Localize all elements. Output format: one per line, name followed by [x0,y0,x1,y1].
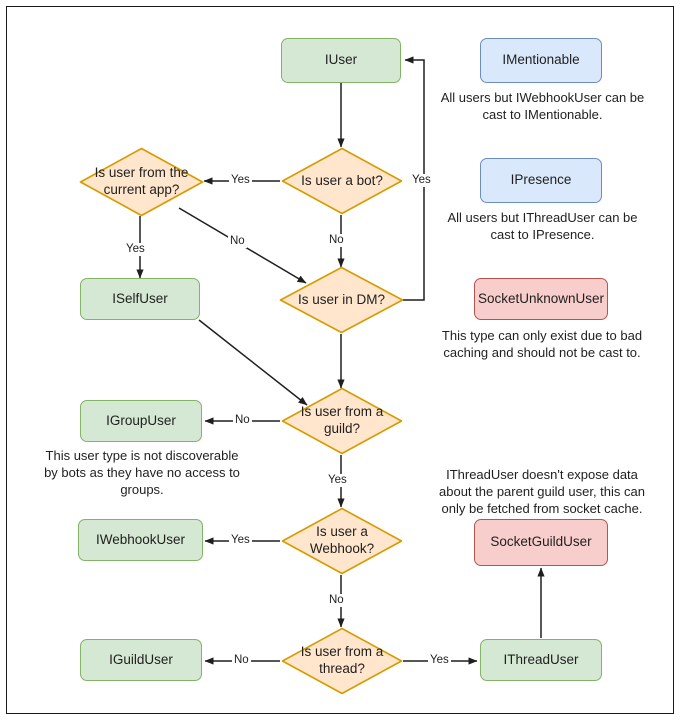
node-is-user-from-a-guild-label: Is user from a guild? [300,404,384,436]
node-imentionable-label: IMentionable [502,52,580,68]
edge-label-app-yes: Yes [124,243,147,256]
edge-label-webhook-no: No [327,594,346,607]
node-iguilduser-label: IGuildUser [109,651,173,667]
diamond-shape-is-user-in-dm [279,266,404,334]
node-is-user-a-bot-label: Is user a bot? [301,172,383,188]
node-iuser-label: IUser [324,52,358,68]
node-iselfuser[interactable]: ISelfUser [80,278,200,320]
node-is-user-from-a-guild[interactable]: Is user from a guild? [281,387,403,455]
note-imentionable: All users but IWebhookUser can be cast t… [440,90,645,122]
edge-label-webhook-yes: Yes [229,534,252,547]
node-socketguilduser[interactable]: SocketGuildUser [474,519,608,566]
node-ipresence[interactable]: IPresence [480,158,602,203]
node-iwebhookuser[interactable]: IWebhookUser [78,519,203,561]
node-iselfuser-label: ISelfUser [112,290,168,306]
diamond-shape-is-user-a-webhook [281,507,403,575]
node-igroupuser-label: IGroupUser [106,412,176,428]
edge-label-thread-no: No [232,654,251,667]
node-is-user-a-bot[interactable]: Is user a bot? [281,147,403,215]
node-socketguilduser-label: SocketGuildUser [490,534,592,550]
diamond-shape-is-user-from-a-guild [281,387,403,455]
note-igroupuser: This user type is not discoverable by bo… [44,448,240,497]
node-ithreaduser-label: IThreadUser [503,651,579,667]
note-socketunknownuser: This type can only exist due to bad cach… [441,328,643,360]
node-socketunknownuser[interactable]: SocketUnknownUser [474,278,608,320]
node-ipresence-label: IPresence [510,172,572,188]
diamond-shape-is-user-a-bot [281,147,403,215]
node-iuser[interactable]: IUser [281,38,401,83]
node-iwebhookuser-label: IWebhookUser [95,531,186,547]
node-is-user-a-webhook[interactable]: Is user a Webhook? [281,507,403,575]
note-socketguilduser: IThreadUser doesn't expose data about th… [439,467,645,516]
diamond-shape-is-user-from-a-thread [281,627,403,695]
node-igroupuser[interactable]: IGroupUser [80,400,202,442]
diamond-shape-is-user-from-current-app [79,147,204,217]
edge-label-guild-no: No [233,414,252,427]
edge-label-app-no: No [228,235,247,248]
edge-label-bot-yes: Yes [229,174,252,187]
node-is-user-in-dm-label: Is user in DM? [297,291,386,307]
edge-label-bot-no: No [327,234,346,247]
edge-label-thread-yes: Yes [428,654,451,667]
node-is-user-in-dm[interactable]: Is user in DM? [279,266,404,334]
node-is-user-from-a-thread[interactable]: Is user from a thread? [281,627,403,695]
edge-label-dm-yes: Yes [410,174,433,187]
node-iguilduser[interactable]: IGuildUser [80,639,202,681]
node-socketunknownuser-label: SocketUnknownUser [477,290,605,306]
node-is-user-from-current-app-label: Is user from the current app? [94,165,189,197]
note-ipresence: All users but IThreadUser can be cast to… [447,210,638,242]
edge-label-guild-yes: Yes [326,474,349,487]
node-imentionable[interactable]: IMentionable [480,38,602,83]
node-is-user-a-webhook-label: Is user a Webhook? [309,524,375,556]
node-is-user-from-current-app[interactable]: Is user from the current app? [79,147,204,217]
node-is-user-from-a-thread-label: Is user from a thread? [300,644,384,676]
node-ithreaduser[interactable]: IThreadUser [480,639,602,681]
